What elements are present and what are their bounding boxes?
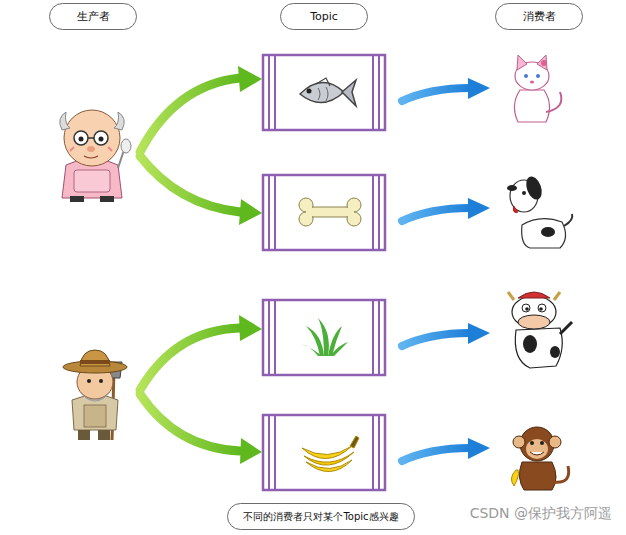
cow-figure: [508, 292, 572, 368]
monkey-figure: [511, 427, 568, 490]
cat-figure: [514, 55, 561, 122]
grass-icon: [302, 318, 348, 356]
pill-text: 不同的消费者只对某个Topic感兴趣: [243, 511, 398, 523]
topic-box: [263, 55, 385, 130]
dog-figure: [507, 174, 572, 248]
producer-figure: [60, 110, 131, 202]
topic-box: [263, 415, 385, 490]
header-pill: Topic: [280, 3, 368, 30]
pill-text: Topic: [310, 10, 338, 23]
consume-arrow: [402, 78, 490, 101]
header-pill: 消费者: [495, 3, 583, 30]
watermark: CSDN @保护我方阿遥: [470, 505, 612, 523]
banana-icon: [302, 436, 359, 472]
consume-arrow: [402, 438, 490, 461]
produce-arrow: [140, 394, 262, 464]
topic-box: [263, 300, 385, 375]
consume-arrow: [402, 323, 490, 346]
produce-arrow: [140, 156, 262, 225]
caption-pill: 不同的消费者只对某个Topic感兴趣: [227, 503, 415, 530]
producer-figure: [63, 350, 127, 440]
produce-arrow: [140, 315, 262, 390]
pill-text: 生产者: [77, 10, 110, 23]
fish-icon: [300, 78, 356, 106]
topic-box: [263, 175, 385, 250]
consume-arrow: [402, 198, 490, 221]
header-pill: 生产者: [49, 3, 137, 30]
pill-text: 消费者: [523, 10, 556, 23]
produce-arrow: [140, 66, 262, 152]
bone-icon: [299, 198, 361, 226]
